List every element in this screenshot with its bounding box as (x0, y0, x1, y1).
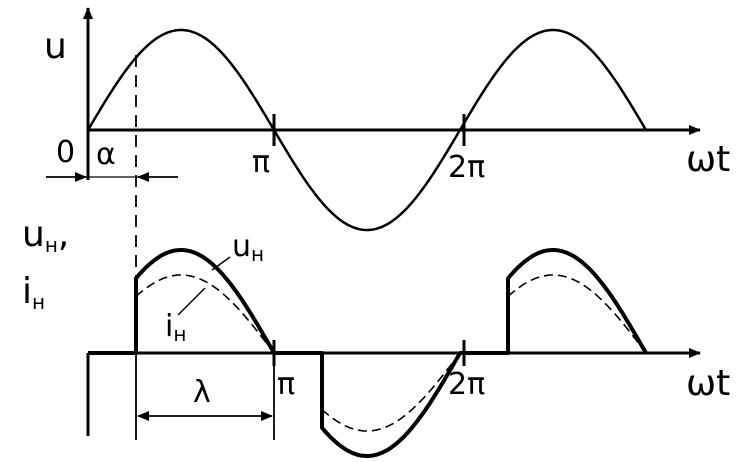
alpha-label: α (96, 137, 116, 172)
lambda-label: λ (193, 375, 211, 410)
in-leader-line (177, 287, 206, 316)
un-leader-line (211, 256, 231, 271)
source-voltage-curve (86, 28, 648, 232)
top-2pi-label: 2π (448, 150, 485, 185)
bottom-y-axis-label-2: iн (22, 271, 45, 314)
bottom-2pi-label: 2π (448, 367, 485, 402)
bottom-y-axis-label: uн, (22, 214, 69, 257)
top-y-axis-label: u (44, 26, 67, 67)
load-voltage-curve (88, 248, 648, 458)
top-pi-label: π (252, 145, 270, 180)
bottom-pi-label: π (277, 367, 295, 402)
origin-label: 0 (56, 135, 75, 170)
load-current-curve (135, 274, 647, 432)
in-label: iн (165, 309, 186, 346)
top-x-axis-label: ωt (686, 139, 730, 180)
un-label: uн (232, 229, 264, 266)
bottom-x-axis-label: ωt (686, 363, 730, 404)
